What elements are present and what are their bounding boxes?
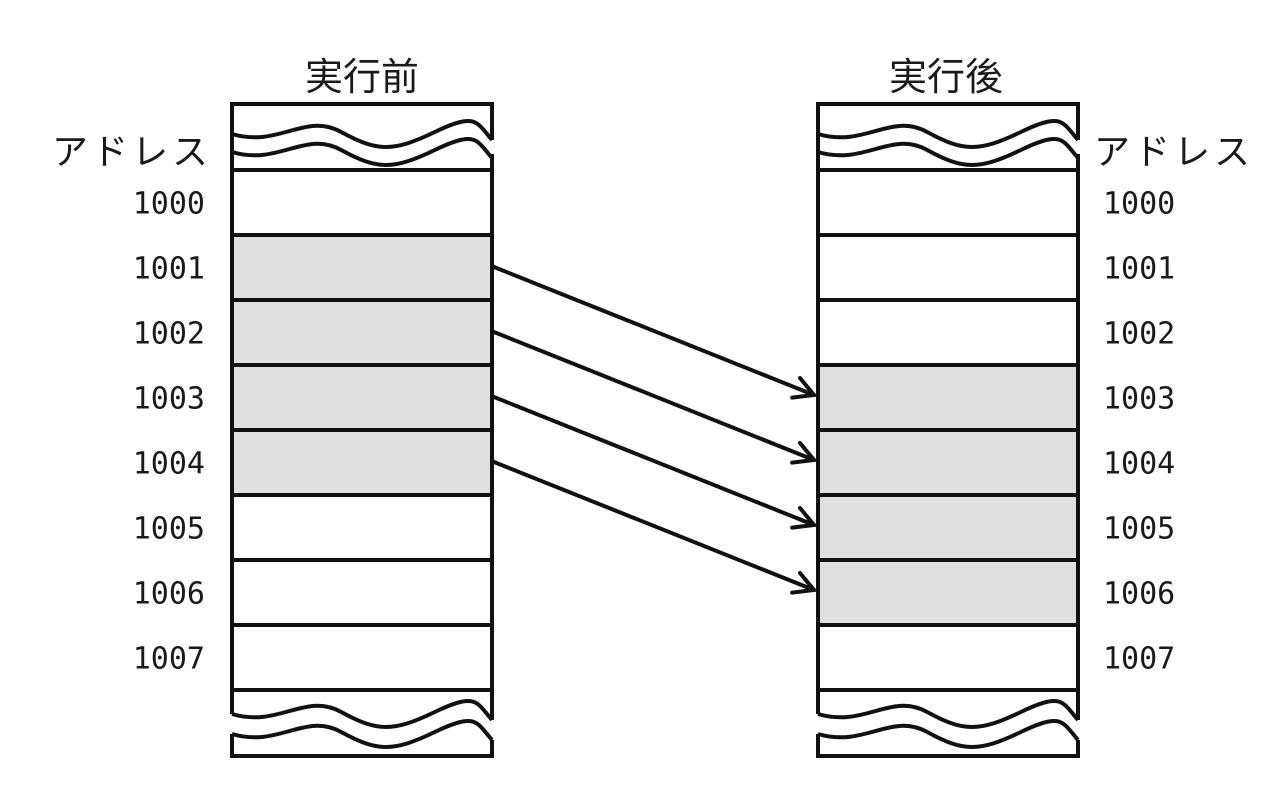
- break-wave-bottom: [817, 699, 1080, 729]
- arrow-1004-to-1006: [492, 460, 818, 595]
- address-label-after-1004: 1004: [1103, 447, 1175, 482]
- top-cap: [816, 102, 1080, 148]
- memory-cell-after-1001: [818, 235, 1078, 300]
- memory-cell-after-1005: [818, 495, 1078, 560]
- memory-cell-before-1003: [232, 365, 492, 430]
- memory-cell-before-1006: [232, 560, 492, 625]
- memory-cell-after-1007: [818, 625, 1078, 690]
- address-label-after-1006: 1006: [1103, 577, 1175, 612]
- memory-cell-before-1000: [232, 170, 492, 235]
- break-wave-top-lower: [817, 137, 1080, 167]
- memory-column-after: 1000 1001 1002 1003 1004 1005 1006 1007: [816, 102, 1175, 758]
- memory-cell-before-1005: [232, 495, 492, 560]
- address-label-after-1003: 1003: [1103, 382, 1175, 417]
- address-label-before-1001: 1001: [133, 252, 205, 287]
- memory-cell-before-1007: [232, 625, 492, 690]
- memory-cell-after-1004: [818, 430, 1078, 495]
- memory-cell-before-1002: [232, 300, 492, 365]
- bottom-cap: [816, 734, 1080, 758]
- address-label-before-1003: 1003: [133, 382, 205, 417]
- before-title: 実行前: [305, 55, 419, 99]
- address-label-after-1001: 1001: [1103, 252, 1175, 287]
- address-label-before-1004: 1004: [133, 447, 205, 482]
- address-label-after-1005: 1005: [1103, 512, 1175, 547]
- top-cap: [230, 102, 494, 148]
- arrow-1001-to-1003: [492, 265, 818, 400]
- break-wave-bottom-lower: [231, 719, 494, 749]
- address-label-before-1006: 1006: [133, 577, 205, 612]
- address-label-after-1002: 1002: [1103, 317, 1175, 352]
- address-label-before-1005: 1005: [133, 512, 205, 547]
- memory-cell-after-1006: [818, 560, 1078, 625]
- memory-cell-after-1002: [818, 300, 1078, 365]
- address-label-after-1007: 1007: [1103, 642, 1175, 677]
- arrow-1002-to-1004: [492, 330, 818, 465]
- memory-cell-before-1004: [232, 430, 492, 495]
- move-arrows: [492, 265, 818, 595]
- memory-cell-after-1000: [818, 170, 1078, 235]
- break-wave-bottom: [231, 699, 494, 729]
- break-wave-top: [231, 119, 494, 149]
- address-label-before-1007: 1007: [133, 642, 205, 677]
- memory-cell-after-1003: [818, 365, 1078, 430]
- address-label-after-1000: 1000: [1103, 187, 1175, 222]
- after-title: 実行後: [889, 55, 1003, 99]
- memory-column-before: 1000 1001 1002 1003 1004 1005 1006 1007: [133, 102, 494, 758]
- arrow-1003-to-1005: [492, 395, 818, 530]
- break-wave-top-lower: [231, 137, 494, 167]
- address-label-before-1000: 1000: [133, 187, 205, 222]
- before-address-header: アドレス: [52, 132, 212, 173]
- bottom-cap: [230, 734, 494, 758]
- break-wave-top: [817, 119, 1080, 149]
- address-label-before-1002: 1002: [133, 317, 205, 352]
- break-wave-bottom-lower: [817, 719, 1080, 749]
- memory-cell-before-1001: [232, 235, 492, 300]
- after-address-header: アドレス: [1094, 132, 1254, 173]
